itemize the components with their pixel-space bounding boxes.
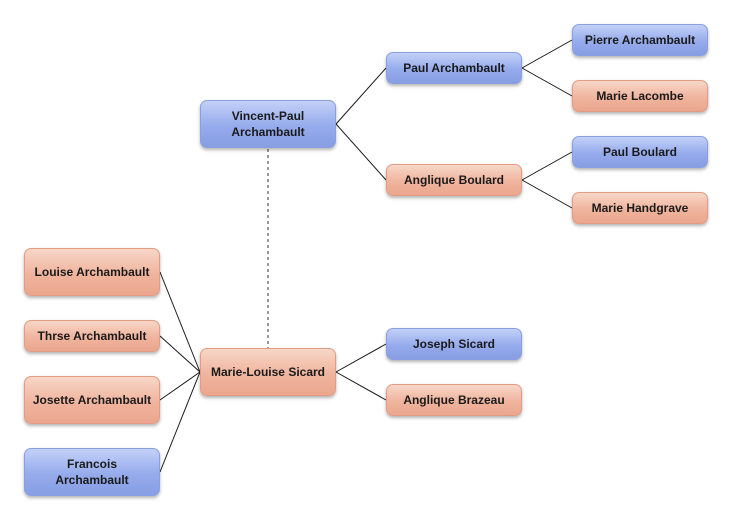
node-marie-handgrave[interactable]: Marie Handgrave <box>572 192 708 224</box>
node-paul-boulard[interactable]: Paul Boulard <box>572 136 708 168</box>
node-paul-archambault[interactable]: Paul Archambault <box>386 52 522 84</box>
node-louise-archambault[interactable]: Louise Archambault <box>24 248 160 296</box>
node-anglique-brazeau[interactable]: Anglique Brazeau <box>386 384 522 416</box>
link-marie-louise-to-therese <box>159 335 201 373</box>
node-marie-lacombe[interactable]: Marie Lacombe <box>572 80 708 112</box>
link-vincent-paul-to-paul <box>335 67 387 125</box>
node-marie-louise-sicard[interactable]: Marie-Louise Sicard <box>200 348 336 396</box>
link-anglique-boulard-to-paul-boulard <box>521 151 573 181</box>
node-josette-archambault[interactable]: Josette Archambault <box>24 376 160 424</box>
node-pierre-archambault[interactable]: Pierre Archambault <box>572 24 708 56</box>
link-marie-louise-to-joseph <box>335 343 387 373</box>
node-francois-archambault[interactable]: Francois Archambault <box>24 448 160 496</box>
link-marie-louise-to-francois <box>159 371 201 473</box>
link-marie-louise-to-anglique-brazeau <box>335 371 387 401</box>
link-paul-to-marie-lacombe <box>521 67 573 97</box>
node-joseph-sicard[interactable]: Joseph Sicard <box>386 328 522 360</box>
link-vincent-paul-to-anglique-boulard <box>335 123 387 181</box>
link-paul-to-pierre <box>521 39 573 69</box>
link-marie-louise-to-josette <box>159 371 201 401</box>
node-anglique-boulard[interactable]: Anglique Boulard <box>386 164 522 196</box>
node-vincent-paul-archambault[interactable]: Vincent-Paul Archambault <box>200 100 336 148</box>
link-marie-louise-to-louise <box>159 271 201 373</box>
link-anglique-boulard-to-marie-handgrave <box>521 179 573 209</box>
node-therese-archambault[interactable]: Thrse Archambault <box>24 320 160 352</box>
